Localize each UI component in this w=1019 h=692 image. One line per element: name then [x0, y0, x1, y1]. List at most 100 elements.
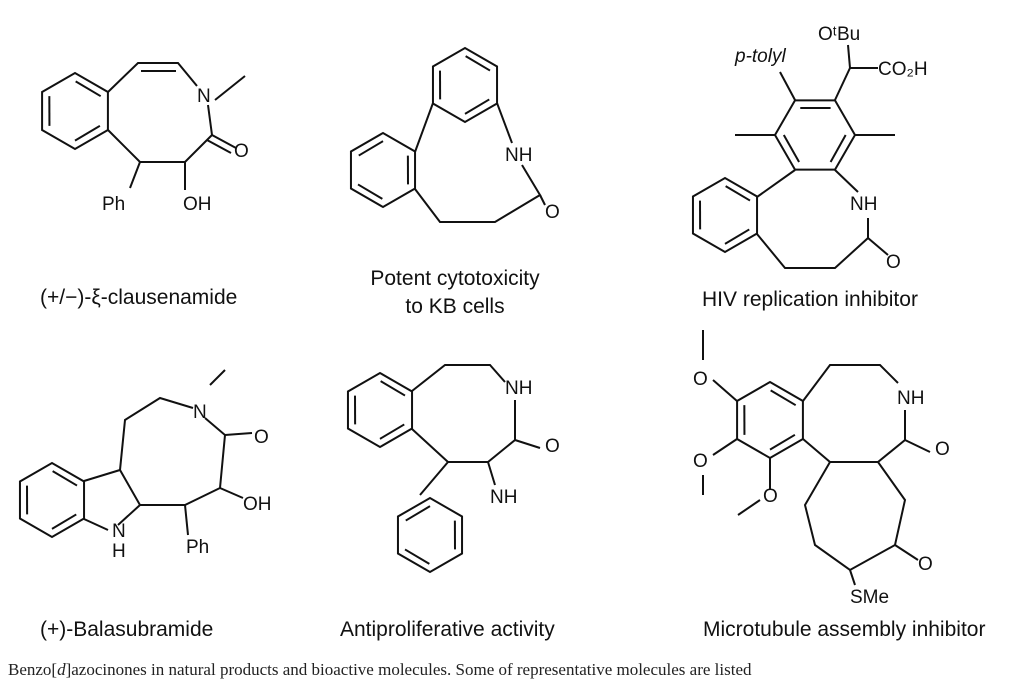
- atom-n: N: [197, 86, 211, 107]
- bond-path: [129, 161, 141, 189]
- bond-path: [51, 513, 77, 530]
- bond-path: [802, 410, 906, 463]
- molecule-label: HIV replication inhibitor: [702, 288, 918, 311]
- bond-path: [411, 400, 516, 463]
- bond-path: [849, 569, 856, 586]
- bond-path: [411, 364, 506, 392]
- bond-path: [782, 134, 800, 163]
- bond-path: [539, 194, 546, 206]
- bond-path: [41, 71, 109, 151]
- bond-path: [464, 98, 490, 115]
- molecule-label: Antiproliferative activity: [340, 618, 555, 641]
- bond-path: [737, 499, 761, 516]
- atom-o2: O: [693, 451, 708, 472]
- bond-path: [140, 417, 227, 506]
- bond-path: [496, 102, 513, 144]
- atom-co2h: CO₂H: [878, 59, 928, 80]
- bond-path: [405, 505, 431, 522]
- molecule-label-line1: Potent cytotoxicity: [370, 267, 540, 290]
- bond-path: [904, 439, 931, 453]
- bond-path: [74, 124, 101, 142]
- molecule-balasubramide: N O OH N H Ph (+)-Balasubramide: [40, 402, 272, 641]
- atom-ph: Ph: [186, 537, 209, 558]
- atom-n: N: [193, 402, 207, 423]
- bond-path: [779, 71, 796, 101]
- bond-lines: [18, 44, 931, 586]
- molecule-colchicine-analog: O O O NH O O SMe Microtubule assembly in…: [693, 369, 985, 641]
- molecule-label-line2: to KB cells: [405, 295, 504, 318]
- atom-o: O: [545, 202, 560, 223]
- bond-path: [867, 237, 889, 256]
- molecule-cytotoxic: NH O Potent cytotoxicity to KB cells: [370, 145, 559, 318]
- bond-path: [380, 380, 406, 397]
- bond-path: [725, 185, 751, 202]
- atom-o4: O: [935, 439, 950, 460]
- bond-path: [414, 164, 542, 223]
- bond-path: [712, 438, 738, 456]
- bond-path: [224, 432, 253, 436]
- atom-indole-nh: NH: [490, 487, 517, 508]
- bond-path: [691, 176, 759, 254]
- bond-path: [52, 470, 78, 487]
- bond-path: [206, 139, 232, 154]
- molecule-label: (+/−)-ξ-clausenamide: [40, 286, 237, 309]
- bond-path: [119, 396, 194, 471]
- bond-path: [829, 134, 847, 163]
- bond-path: [346, 371, 414, 449]
- atom-nh: NH: [505, 145, 532, 166]
- bond-path: [770, 389, 797, 407]
- bond-path: [756, 169, 796, 198]
- caption-text-rest: ]azocinones in natural products and bioa…: [65, 660, 752, 679]
- atom-o: O: [886, 252, 901, 273]
- bond-path: [847, 44, 851, 69]
- bond-path: [107, 104, 214, 163]
- atom-nh: NH: [897, 388, 924, 409]
- bond-path: [894, 544, 919, 561]
- bond-path: [184, 504, 189, 536]
- bond-path: [834, 169, 859, 193]
- bond-path: [431, 46, 499, 124]
- bond-path: [465, 55, 491, 72]
- bond-path: [83, 468, 142, 526]
- atom-oh: OH: [183, 194, 212, 215]
- atom-sme: SMe: [850, 587, 889, 608]
- atom-o: O: [545, 436, 560, 457]
- bond-path: [75, 80, 102, 98]
- figure-caption: Benzo[d]azocinones in natural products a…: [8, 660, 752, 680]
- bond-path: [756, 218, 869, 269]
- bond-path: [107, 62, 198, 93]
- bond-path: [18, 461, 86, 539]
- atom-o: O: [254, 427, 269, 448]
- atom-ph: Ph: [102, 194, 125, 215]
- bond-path: [209, 369, 226, 386]
- atom-o5: O: [918, 554, 933, 575]
- bond-path: [419, 461, 449, 496]
- atom-oh: OH: [243, 494, 272, 515]
- molecule-antiproliferative: NH O NH Antiproliferative activity: [340, 378, 560, 641]
- bond-path: [514, 439, 541, 449]
- bond-path: [83, 518, 109, 531]
- bond-path: [379, 423, 405, 440]
- bond-path: [724, 228, 750, 245]
- bond-path: [736, 380, 804, 460]
- bond-path: [834, 67, 878, 101]
- molecule-hiv-inhibitor: p-tolyl OᵗBu CO₂H NH O HIV replication i…: [702, 24, 928, 311]
- atom-otbu: OᵗBu: [818, 24, 860, 45]
- bond-path: [358, 140, 384, 157]
- molecule-label: (+)-Balasubramide: [40, 618, 213, 641]
- atom-indole-n: N: [112, 521, 126, 542]
- bond-path: [211, 134, 237, 149]
- molecule-clausenamide: N O Ph OH (+/−)-ξ-clausenamide: [40, 86, 249, 309]
- bond-path: [357, 183, 383, 200]
- atom-o3: O: [763, 486, 778, 507]
- bond-path: [802, 364, 899, 402]
- caption-italic: d: [57, 660, 66, 679]
- bond-path: [712, 379, 738, 402]
- atom-nh: NH: [505, 378, 532, 399]
- atom-o1: O: [693, 369, 708, 390]
- atom-nh: NH: [850, 194, 877, 215]
- caption-text: Benzo[: [8, 660, 58, 679]
- bond-path: [803, 461, 907, 572]
- atom-o: O: [234, 141, 249, 162]
